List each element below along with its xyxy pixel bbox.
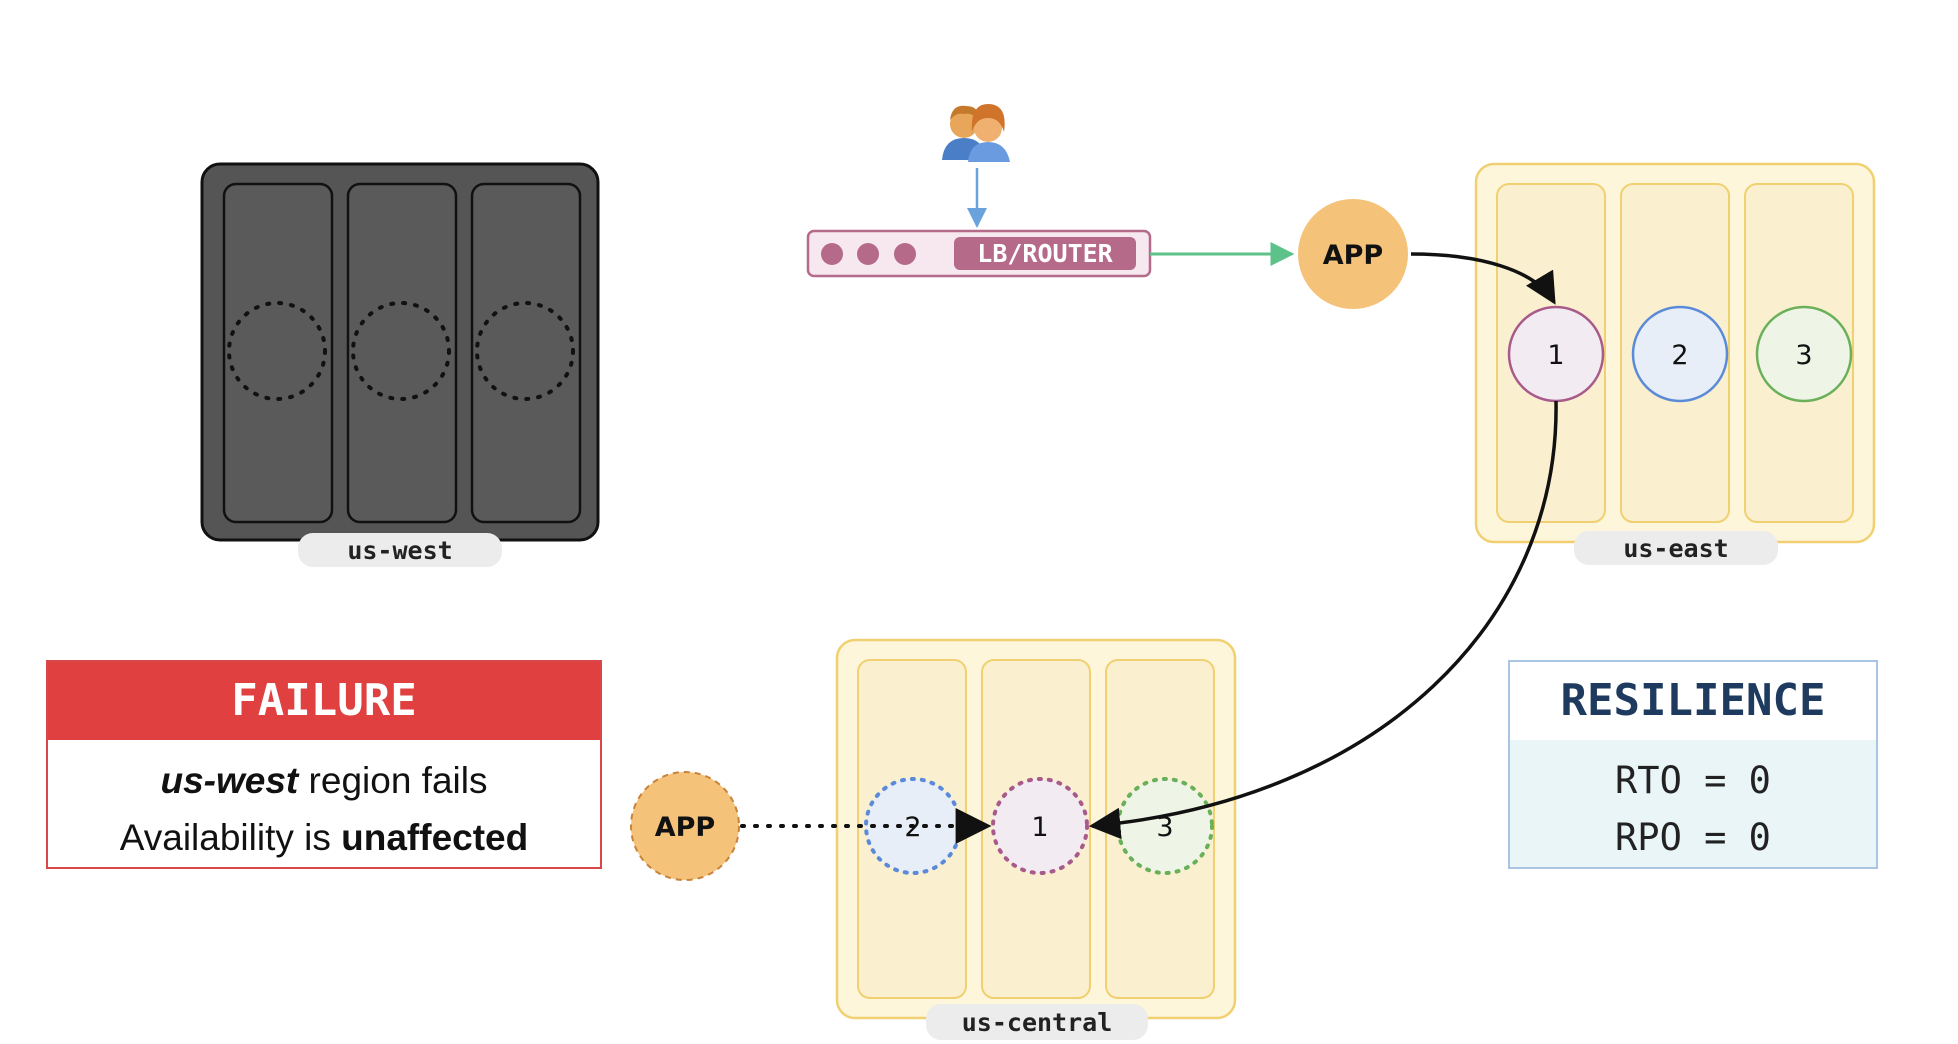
failure-title: FAILURE [48, 662, 600, 740]
failure-line-1: us-west region fails [48, 752, 600, 809]
lb-dot-icon [894, 243, 916, 265]
rto-value: RTO = 0 [1615, 759, 1771, 802]
failed-node-2 [351, 301, 451, 401]
rpo-value: RPO = 0 [1615, 816, 1771, 859]
central-node-1-label: 1 [1031, 812, 1048, 843]
east-node-1-label: 1 [1547, 340, 1564, 371]
east-node-3: 3 [1755, 305, 1853, 403]
failure-line-1-text: region fails [298, 760, 488, 801]
app-secondary: APP [630, 771, 740, 881]
east-node-1: 1 [1507, 305, 1605, 403]
app-secondary-label: APP [655, 812, 715, 843]
region-us-west: us-west [200, 162, 600, 567]
resilience-title: RESILIENCE [1510, 662, 1876, 740]
people-icon [942, 104, 1010, 162]
lb-dot-icon [857, 243, 879, 265]
failed-node-1 [227, 301, 327, 401]
failed-node-3 [475, 301, 575, 401]
failure-description: us-west region fails Availability is una… [48, 740, 600, 866]
availability-status: unaffected [341, 817, 529, 858]
resilience-panel: RESILIENCE RTO = 0 RPO = 0 [1508, 660, 1878, 869]
east-node-3-label: 3 [1795, 340, 1812, 371]
failure-panel: FAILURE us-west region fails Availabilit… [46, 660, 602, 869]
region-label-us-central: us-central [962, 1008, 1113, 1037]
lb-label: LB/ROUTER [977, 239, 1113, 268]
central-node-1: 1 [991, 777, 1089, 875]
resilience-metrics: RTO = 0 RPO = 0 [1510, 740, 1876, 866]
lb-dot-icon [821, 243, 843, 265]
failed-region-name: us-west [160, 760, 299, 801]
lb-router: LB/ROUTER [806, 229, 1152, 278]
failure-line-2-text: Availability is [119, 817, 342, 858]
east-node-2-label: 2 [1671, 340, 1688, 371]
central-node-3-label: 3 [1156, 812, 1173, 843]
region-label-us-west: us-west [347, 536, 452, 565]
failure-line-2: Availability is unaffected [48, 809, 600, 866]
app-to-east-node-1-arrow [1410, 252, 1556, 305]
app-primary-label: APP [1323, 240, 1383, 271]
app-primary: APP [1298, 199, 1408, 309]
central-node-3: 3 [1116, 777, 1214, 875]
region-label-us-east: us-east [1623, 534, 1728, 563]
east-node-2: 2 [1631, 305, 1729, 403]
east-node-1-to-central-node-1-arrow [1088, 400, 1558, 840]
